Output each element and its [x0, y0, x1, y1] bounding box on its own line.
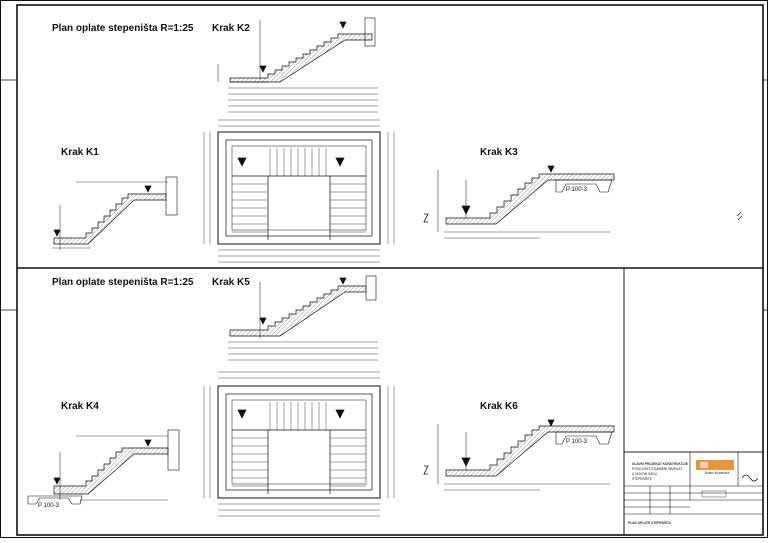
krak-k4-section	[27, 429, 180, 505]
tb-project-line-2: POSLOVNO-STAMBENI OBJEKAT	[632, 467, 683, 471]
lower-sheet-title: Plan oplate stepeništa R=1:25	[52, 277, 194, 288]
title-block-grid	[623, 451, 764, 536]
krak-k2-section	[217, 17, 378, 113]
krak-k5-section	[228, 275, 378, 361]
logo-mark	[696, 460, 759, 482]
krak-k3-label: Krak K3	[480, 147, 518, 158]
krak-k6-label: Krak K6	[480, 401, 518, 412]
k4-slab-tag: P 100-3	[38, 503, 59, 509]
inner-frame	[16, 4, 764, 536]
k6-slab-tag: P 100-3	[566, 439, 587, 445]
lower-plan-view	[203, 371, 395, 517]
upper-sheet-title: Plan oplate stepeništa R=1:25	[52, 23, 194, 34]
krak-k4-label: Krak K4	[61, 401, 99, 412]
krak-k3-section	[423, 165, 743, 239]
tb-logo-text: Bosko Novakovic	[705, 471, 730, 475]
upper-plan-view	[203, 119, 395, 263]
krak-k5-label: Krak K5	[212, 277, 250, 288]
krak-k6-section	[423, 419, 615, 491]
krak-k2-label: Krak K2	[212, 23, 250, 34]
tb-drawing-title: PLAN OPLATE STEPENIŠTA	[628, 521, 671, 525]
tb-project-line-1: GLAVNI PROJEKAT KONSTRUKCIJE	[632, 462, 688, 466]
tb-project-line-4: STEPENIŠTE	[632, 477, 652, 481]
k3-slab-tag: P 100-3	[566, 187, 587, 193]
krak-k1-label: Krak K1	[61, 147, 99, 158]
tb-project-line-3: U NOVOM SADU	[632, 472, 657, 476]
krak-k1-section	[52, 176, 178, 250]
